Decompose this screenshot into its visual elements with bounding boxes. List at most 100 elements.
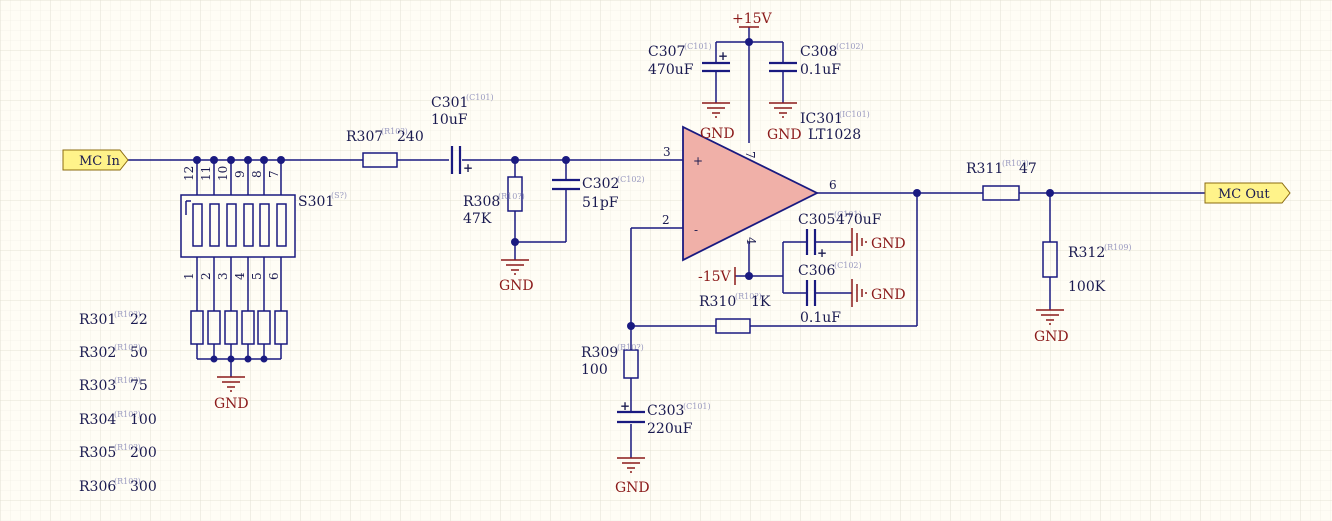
output-port[interactable]: MC Out xyxy=(1204,182,1291,204)
gnd-label: GND xyxy=(499,278,534,294)
opamp-pin-4: 4 xyxy=(744,237,758,245)
opamp-pin-6: 6 xyxy=(829,178,837,192)
c305-subref: (C101) xyxy=(834,210,862,219)
r311-value: 47 xyxy=(1019,161,1037,177)
c308-value: 0.1uF xyxy=(800,62,841,78)
resistor-r310[interactable] xyxy=(715,318,751,334)
switch-pin-1: 1 xyxy=(182,272,196,280)
list-item: R302 (R10?) 50 xyxy=(79,343,148,361)
r301-subref: (R10?) xyxy=(114,310,141,319)
resistor-r307[interactable] xyxy=(362,152,398,168)
list-item: R305 (R10?) 200 xyxy=(79,443,157,461)
c306-value: 0.1uF xyxy=(800,310,841,326)
ground-symbol xyxy=(769,102,797,118)
s301-subref: (S?) xyxy=(331,191,347,200)
list-item: R306 (R10?) 300 xyxy=(79,477,157,495)
gnd-label: GND xyxy=(871,236,906,252)
c302-value: 51pF xyxy=(582,195,619,211)
ground-symbol xyxy=(1036,309,1064,325)
c303-plus-icon: + xyxy=(620,399,630,413)
c303-subref: (C101) xyxy=(683,402,711,411)
ground-symbol xyxy=(217,376,245,392)
resistor-r311[interactable] xyxy=(982,185,1020,201)
c301-value: 10uF xyxy=(431,112,468,128)
r307-subref: (R10?) xyxy=(381,127,408,136)
gnd-label: GND xyxy=(615,480,650,496)
switch-pin-4: 4 xyxy=(233,272,247,280)
c302-designator: C302 xyxy=(582,176,619,192)
r311-designator: R311 xyxy=(966,161,1003,177)
r309-subref: (R10?) xyxy=(617,343,644,352)
capacitor-c306[interactable] xyxy=(805,280,817,306)
load-resistor-list: R301 (R10?) 22 R302 (R10?) 50 R303 (R10?… xyxy=(79,310,157,495)
r304-subref: (R10?) xyxy=(114,410,141,419)
r310-value: 1K xyxy=(751,294,771,310)
resistor-r308[interactable] xyxy=(507,176,523,212)
gnd-label: GND xyxy=(700,126,735,142)
wires xyxy=(128,27,1205,458)
capacitor-c308[interactable] xyxy=(769,61,797,73)
r306-designator: R306 xyxy=(79,479,116,495)
switch-pin-7: 7 xyxy=(267,170,281,178)
capacitor-c307[interactable]: + xyxy=(702,49,730,73)
c308-designator: C308 xyxy=(800,44,837,60)
list-item: R303 (R10?) 75 xyxy=(79,376,148,394)
r306-subref: (R10?) xyxy=(114,477,141,486)
c307-subref: (C101) xyxy=(684,42,712,51)
list-item: R304 (R10?) 100 xyxy=(79,410,157,428)
r305-subref: (R10?) xyxy=(114,443,141,452)
switch-pin-9: 9 xyxy=(233,170,247,178)
ic301-designator: IC301 xyxy=(800,111,843,127)
c305-value: 470uF xyxy=(836,212,882,228)
input-port-label: MC In xyxy=(79,154,121,169)
switch-pin-3: 3 xyxy=(216,272,230,280)
r312-value: 100K xyxy=(1068,279,1106,295)
r310-subref: (R10?) xyxy=(735,292,762,301)
ground-symbol xyxy=(702,102,730,118)
ic301-part: LT1028 xyxy=(808,127,861,143)
opamp-pin-2: 2 xyxy=(662,213,670,227)
resistor-r312[interactable] xyxy=(1042,241,1058,278)
r308-subref: (R10?) xyxy=(498,192,525,201)
r302-subref: (R10?) xyxy=(114,343,141,352)
c306-subref: (C102) xyxy=(834,261,862,270)
r308-designator: R308 xyxy=(463,194,500,210)
r303-designator: R303 xyxy=(79,378,116,394)
r304-value: 100 xyxy=(130,412,157,428)
r312-subref: (R109) xyxy=(1104,243,1132,252)
r312-designator: R312 xyxy=(1068,245,1105,261)
c307-designator: C307 xyxy=(648,44,685,60)
opamp-plus-symbol: + xyxy=(693,154,703,168)
input-port[interactable]: MC In xyxy=(62,149,129,171)
dip-switch-s301[interactable] xyxy=(180,194,296,258)
r302-designator: R302 xyxy=(79,345,116,361)
gnd-label: GND xyxy=(871,287,906,303)
ic301-subref: (IC101) xyxy=(839,110,870,119)
r308-value: 47K xyxy=(463,211,492,227)
s301-designator: S301 xyxy=(298,194,334,210)
resistor-r309[interactable] xyxy=(623,349,639,379)
capacitor-c302[interactable] xyxy=(552,178,580,191)
capacitor-c305[interactable]: + xyxy=(805,229,827,260)
r305-designator: R305 xyxy=(79,445,116,461)
capacitor-c301[interactable]: + xyxy=(450,146,473,175)
c302-subref: (C102) xyxy=(617,175,645,184)
gnd-label: GND xyxy=(1034,329,1069,345)
c301-subref: (C101) xyxy=(466,93,494,102)
c305-designator: C305 xyxy=(798,212,835,228)
c308-subref: (C102) xyxy=(836,42,864,51)
switch-pin-11: 11 xyxy=(199,166,213,181)
opamp-ic301[interactable] xyxy=(682,125,820,262)
capacitor-c303[interactable]: + xyxy=(617,399,645,424)
r310-designator: R310 xyxy=(699,294,736,310)
output-port-label: MC Out xyxy=(1218,187,1270,202)
r307-value: 240 xyxy=(397,129,424,145)
c303-designator: C303 xyxy=(647,403,684,419)
switch-pin-10: 10 xyxy=(216,166,230,181)
r311-subref: (R10?) xyxy=(1002,159,1029,168)
ground-symbol xyxy=(501,259,529,275)
c307-value: 470uF xyxy=(648,62,694,78)
load-resistor-bank[interactable] xyxy=(190,310,288,345)
